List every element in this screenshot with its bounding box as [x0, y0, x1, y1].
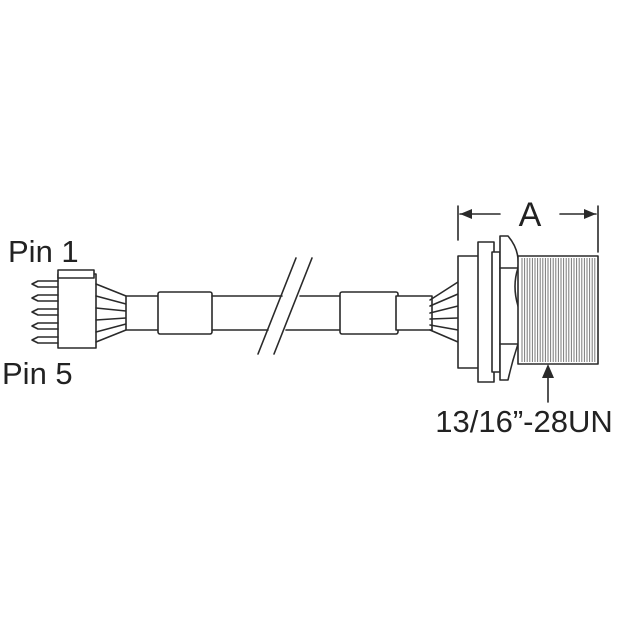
dimension-a-label: A	[519, 196, 542, 234]
dimension-a: A	[457, 196, 599, 253]
threaded-barrel	[517, 255, 599, 365]
thread-spec-label: 13/16”-28UN	[435, 404, 612, 439]
cable-right	[285, 281, 459, 343]
thread-callout: 13/16”-28UN	[435, 364, 613, 439]
panel-receptacle	[457, 235, 599, 383]
cable-break-symbol	[257, 257, 313, 355]
pin-1-label: Pin 1	[8, 234, 79, 269]
header-connector	[31, 269, 127, 349]
wire-fan-left	[95, 283, 127, 343]
pin-5-label: Pin 5	[2, 356, 73, 391]
wire-fan-right	[429, 281, 459, 343]
header-pins	[31, 280, 59, 344]
cable-left	[125, 291, 283, 335]
